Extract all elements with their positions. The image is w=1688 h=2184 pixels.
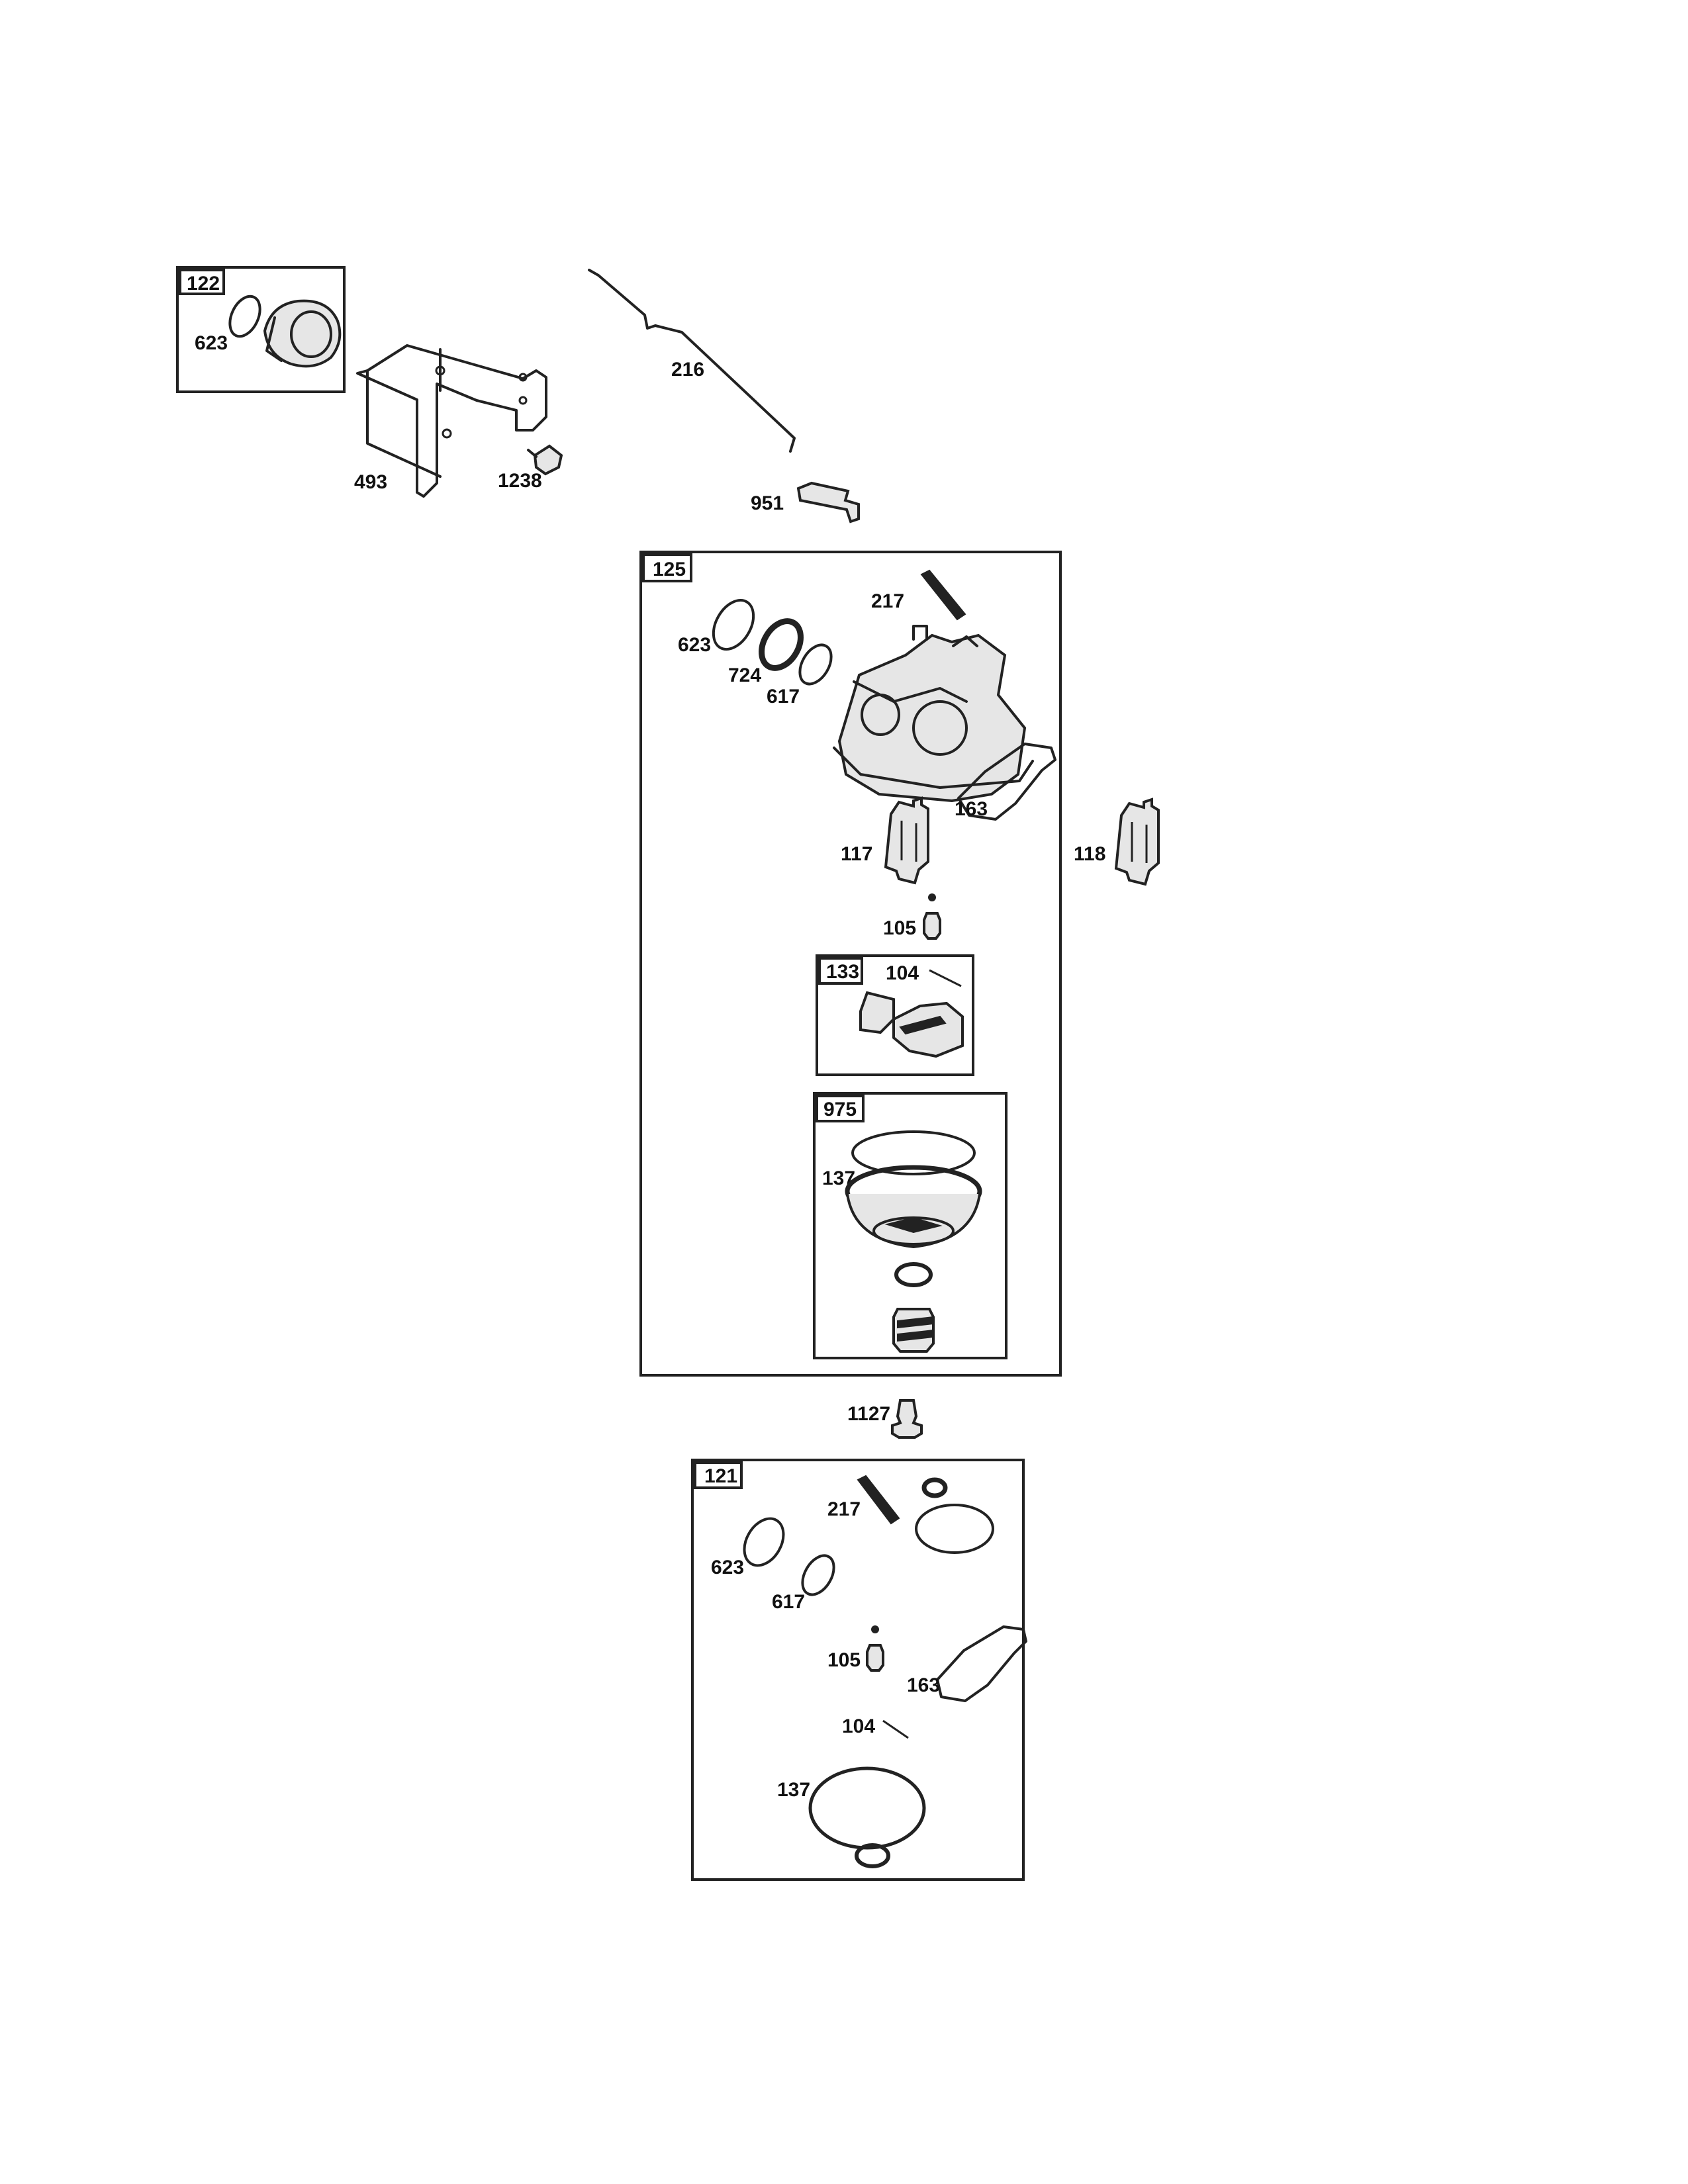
part-117-label: 117: [841, 843, 872, 865]
gasket-617: [798, 643, 833, 686]
screw-1238-part: [527, 444, 563, 476]
pin-104-b: [882, 1719, 909, 1739]
part-493-label: 493: [354, 471, 387, 493]
kit-975-tag: 975: [823, 1099, 857, 1120]
part-1127-label: 1127: [847, 1403, 890, 1425]
spring-217-b: [857, 1475, 900, 1525]
part-617-label: 617: [767, 686, 800, 707]
carburetor-body-part: [833, 625, 1034, 803]
part-105-b: [866, 1625, 884, 1672]
part-105: [923, 893, 941, 940]
gasket-617-b: [801, 1554, 835, 1596]
gasket-163: [957, 743, 1056, 821]
o-ring-623-b: [712, 599, 755, 651]
bolt-1127-part: [891, 1399, 923, 1439]
part-104-label: 104: [886, 962, 919, 984]
intake-elbow-part: [263, 299, 342, 368]
part-105-label: 105: [883, 917, 916, 939]
o-ring-137: [851, 1130, 976, 1175]
o-ring-623-c: [743, 1517, 785, 1567]
part-117: [884, 796, 929, 885]
float-bowl-part: [845, 1165, 982, 1249]
kit-121-box: 121: [691, 1459, 1025, 1881]
bowl-washer: [894, 1262, 933, 1287]
governor-link-216: [588, 269, 796, 453]
seal-724: [759, 618, 804, 671]
part-163-label: 163: [955, 798, 988, 820]
part-623-label: 623: [195, 332, 228, 354]
spring-217: [920, 569, 966, 621]
small-washer-b: [921, 1477, 948, 1498]
part-623-c-label: 623: [711, 1557, 744, 1578]
o-ring-623: [228, 295, 261, 338]
part-216-label: 216: [671, 359, 704, 381]
part-217-label: 217: [871, 590, 904, 612]
part-104-b-label: 104: [842, 1715, 875, 1737]
kit-122-box: 122 623: [176, 266, 346, 393]
kit-133-box: 133 104: [816, 954, 974, 1076]
part-623-b-label: 623: [678, 634, 711, 656]
bowl-gasket-b: [915, 1504, 994, 1554]
part-951: [796, 481, 860, 523]
bowl-washer-b: [855, 1843, 890, 1868]
kit-975-box: 975 137: [813, 1092, 1008, 1359]
kit-122-tag: 122: [187, 273, 220, 295]
part-1238-label: 1238: [498, 470, 542, 492]
part-105-b-label: 105: [827, 1649, 861, 1671]
part-951-label: 951: [751, 492, 784, 514]
part-163-b-label: 163: [907, 1674, 940, 1696]
part-724-label: 724: [728, 664, 761, 686]
bowl-nut-part: [892, 1308, 935, 1353]
float-part: [859, 991, 964, 1058]
part-118: [1114, 797, 1160, 886]
part-118-label: 118: [1074, 843, 1105, 865]
kit-125-tag: 125: [653, 559, 686, 580]
part-137-b-label: 137: [777, 1779, 810, 1801]
kit-125-box: 125: [639, 551, 1062, 1377]
kit-133-tag: 133: [826, 961, 859, 983]
kit-121-tag: 121: [704, 1465, 737, 1487]
pin-104: [929, 969, 962, 987]
o-ring-137-b: [808, 1766, 926, 1850]
bracket-493-part: [356, 344, 547, 498]
gasket-163-b: [936, 1625, 1027, 1702]
part-617-b-label: 617: [772, 1591, 805, 1613]
part-217-b-label: 217: [827, 1498, 861, 1520]
